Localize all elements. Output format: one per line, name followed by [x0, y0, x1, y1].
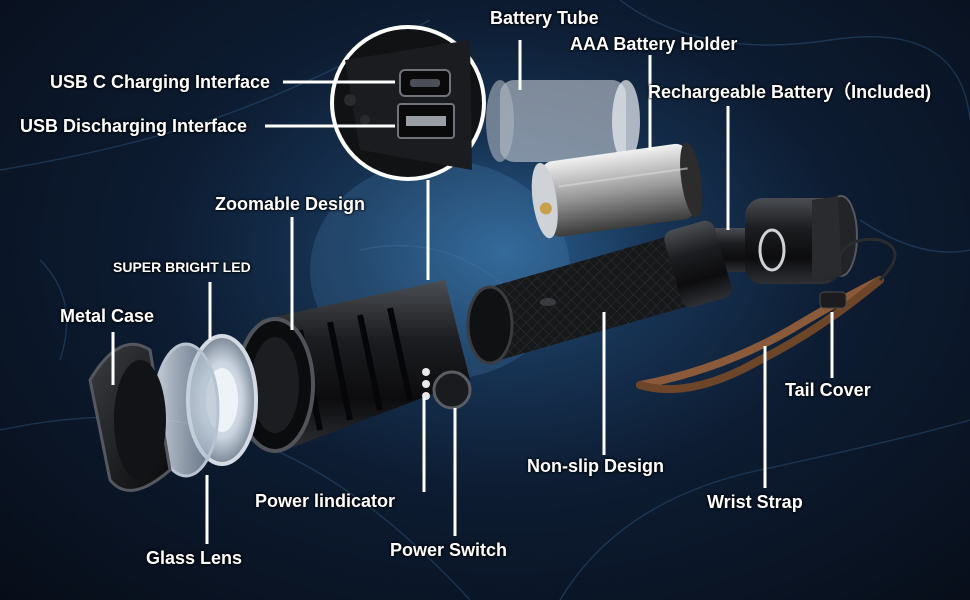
battery-tube-label: Battery Tube	[490, 8, 599, 28]
leader-lines	[111, 40, 834, 544]
usb-c-label: USB C Charging Interface	[50, 72, 271, 92]
wrist-strap-label: Wrist Strap	[707, 492, 803, 512]
tail-cover-part	[745, 195, 858, 284]
rechargeable-battery-label: Rechargeable Battery（Included)	[648, 82, 932, 102]
zoomable-design-label: Zoomable Design	[215, 194, 366, 214]
tail-cover-label: Tail Cover	[785, 380, 871, 400]
super-bright-led-label: SUPER BRIGHT LED	[113, 259, 251, 275]
power-switch-button	[432, 370, 472, 410]
lens-parts	[88, 334, 258, 492]
metal-case-label: Metal Case	[60, 306, 155, 326]
power-indicator-leds	[422, 368, 430, 400]
power-switch-label: Power Switch	[390, 540, 508, 560]
barrel-part	[466, 220, 732, 365]
usb-port-icon	[397, 69, 455, 139]
power-indicator-label: Power lindicator	[255, 491, 396, 511]
usb-port-inset	[330, 25, 486, 181]
battery-icon	[531, 142, 703, 239]
wrist-strap-icon	[636, 237, 897, 394]
head-part	[235, 280, 472, 453]
aaa-battery-holder-label: AAA Battery Holder	[570, 34, 738, 54]
usb-discharging-label: USB Discharging Interface	[20, 116, 248, 136]
non-slip-design-label: Non-slip Design	[527, 456, 665, 476]
glass-lens-label: Glass Lens	[146, 548, 243, 568]
battery-tube-part	[486, 80, 640, 162]
